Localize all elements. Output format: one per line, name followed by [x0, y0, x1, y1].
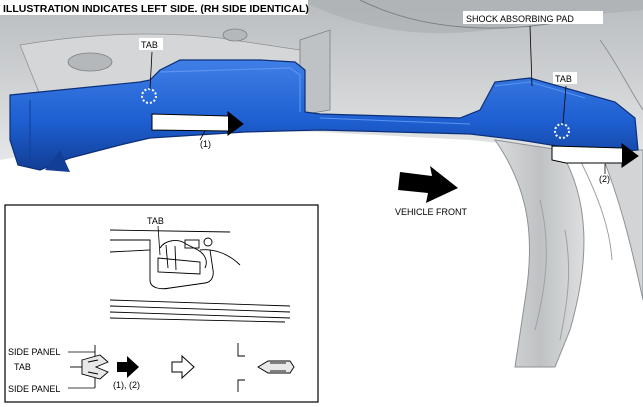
inset-tab-side-label: TAB	[14, 362, 31, 372]
tab-marker-right	[554, 85, 570, 139]
inset-steps-label: (1), (2)	[113, 380, 140, 390]
tab-label-right: TAB	[555, 74, 572, 84]
inset-tab-leader	[157, 225, 161, 256]
clip-before	[70, 345, 109, 388]
tab-label-left: TAB	[141, 40, 158, 50]
step-1-label: (1)	[200, 139, 211, 149]
clip-after	[237, 343, 295, 392]
pad-label-bg	[463, 11, 603, 24]
tab-right-label-bg	[553, 72, 577, 84]
inset-detail: TAB SIDE PANEL TAB SIDE PANEL (1), (2)	[4, 204, 319, 403]
shock-absorbing-pad-label: SHOCK ABSORBING PAD	[466, 14, 574, 24]
pad-leader-line	[529, 25, 533, 87]
vehicle-front-label: VEHICLE FRONT	[395, 207, 468, 217]
inset-side-panel-top: SIDE PANEL	[8, 347, 60, 357]
removal-arrow-1	[151, 110, 244, 141]
inset-arrow-push	[117, 356, 139, 378]
illustration-title: ILLUSTRATION INDICATES LEFT SIDE. (RH SI…	[3, 3, 309, 15]
inset-clip-drawing	[109, 229, 291, 323]
inset-arrow-result	[171, 354, 195, 380]
removal-arrow-2	[551, 143, 639, 174]
a-pillar	[493, 139, 643, 368]
step-2-label: (2)	[599, 174, 610, 184]
shock-absorbing-pad	[9, 59, 639, 172]
vehicle-front-arrow	[398, 166, 458, 203]
tab-marker-left	[141, 51, 157, 104]
title-background	[0, 0, 308, 15]
tab-left-label-bg	[139, 38, 163, 50]
inset-side-panel-bottom: SIDE PANEL	[8, 384, 60, 394]
inset-tab-label: TAB	[147, 216, 164, 226]
